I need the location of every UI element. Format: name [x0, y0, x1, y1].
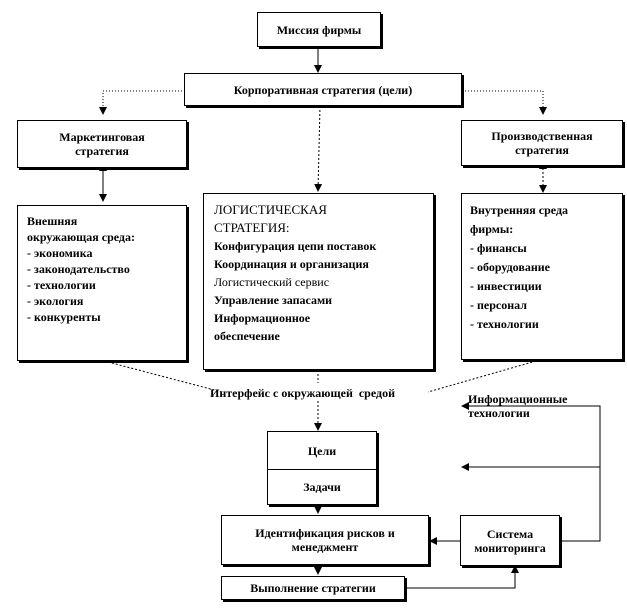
production-line2: стратегия	[515, 143, 569, 157]
tasks-label: Задачи	[303, 479, 341, 494]
arrow-corporate-logistics	[314, 99, 324, 192]
marketing-strategy-box: Маркетинговая стратегия	[17, 120, 187, 168]
marketing-line1: Маркетинговая	[59, 130, 145, 144]
risks-line2: менеджмент	[291, 540, 359, 554]
mission-label: Миссия фирмы	[276, 22, 362, 37]
production-strategy-box: Производственная стратегия	[461, 120, 623, 166]
logistics-item: Управление запасами	[214, 293, 333, 307]
external-title-2: окружающая среда:	[27, 230, 135, 244]
internal-item: - инвестиции	[470, 279, 542, 293]
arrow-corporate-production	[462, 90, 547, 115]
risks-line1: Идентификация рисков и	[255, 526, 395, 540]
logistics-title-1: ЛОГИСТИЧЕСКАЯ	[214, 202, 327, 217]
external-item: - экология	[27, 294, 84, 308]
internal-item: - технологии	[470, 317, 539, 331]
internal-title-2: фирмы:	[470, 222, 514, 236]
arrow-corporate-marketing	[99, 90, 185, 115]
marketing-line2: стратегия	[75, 144, 129, 158]
goals-cell: Цели	[268, 432, 376, 470]
info-tech-line2: технологии	[468, 406, 530, 420]
risk-management-box: Идентификация рисков и менеджмент	[221, 515, 429, 565]
monitoring-system-box: Система мониторинга	[460, 515, 560, 566]
interface-label: Интерфейс с окружающей средой	[210, 386, 396, 400]
strategy-execution-box: Выполнение стратегии	[221, 576, 405, 600]
logistics-item: Информационное	[214, 311, 311, 325]
logistics-title-2: СТРАТЕГИЯ:	[214, 220, 290, 235]
logistics-strategy-box: ЛОГИСТИЧЕСКАЯ СТРАТЕГИЯ: Конфигурация це…	[203, 193, 434, 370]
monitoring-line1: Система	[486, 526, 534, 541]
execution-label: Выполнение стратегии	[250, 581, 376, 595]
external-item: - конкуренты	[27, 310, 101, 324]
arrow-monitoring-feedback	[461, 402, 601, 542]
goals-label: Цели	[307, 443, 337, 458]
internal-item: - персонал	[470, 298, 527, 312]
external-environment-box: Внешняя окружающая среда: - экономика - …	[17, 205, 187, 361]
corporate-strategy-box: Корпоративная стратегия (цели)	[184, 73, 462, 106]
internal-environment-box: Внутренняя среда фирмы: - финансы - обор…	[461, 193, 623, 360]
info-tech-label: Информационные технологии	[468, 392, 568, 420]
external-item: - законодательство	[27, 262, 130, 276]
mission-box: Миссия фирмы	[257, 12, 381, 47]
internal-item: - оборудование	[470, 260, 551, 274]
goals-tasks-box: Цели Задачи	[267, 431, 377, 505]
line-internal-interface	[427, 360, 537, 393]
tasks-cell: Задачи	[268, 469, 376, 504]
logistics-item: Логистический сервис	[214, 275, 330, 289]
internal-item: - финансы	[470, 241, 527, 255]
corporate-strategy-label: Корпоративная стратегия (цели)	[233, 82, 413, 97]
logistics-item: Конфигурация цепи поставок	[214, 239, 377, 253]
production-line1: Производственная	[491, 129, 593, 143]
logistics-item: обеспечение	[214, 329, 280, 343]
external-item: - технологии	[27, 278, 96, 292]
external-title-1: Внешняя	[27, 214, 78, 228]
external-item: - экономика	[27, 246, 93, 260]
logistics-item: Координация и организация	[214, 257, 369, 271]
info-tech-line1: Информационные	[468, 392, 568, 406]
internal-title-1: Внутренняя среда	[470, 203, 569, 217]
monitoring-line2: мониторинга	[474, 540, 546, 555]
arrow-execution-monitoring	[405, 565, 519, 589]
